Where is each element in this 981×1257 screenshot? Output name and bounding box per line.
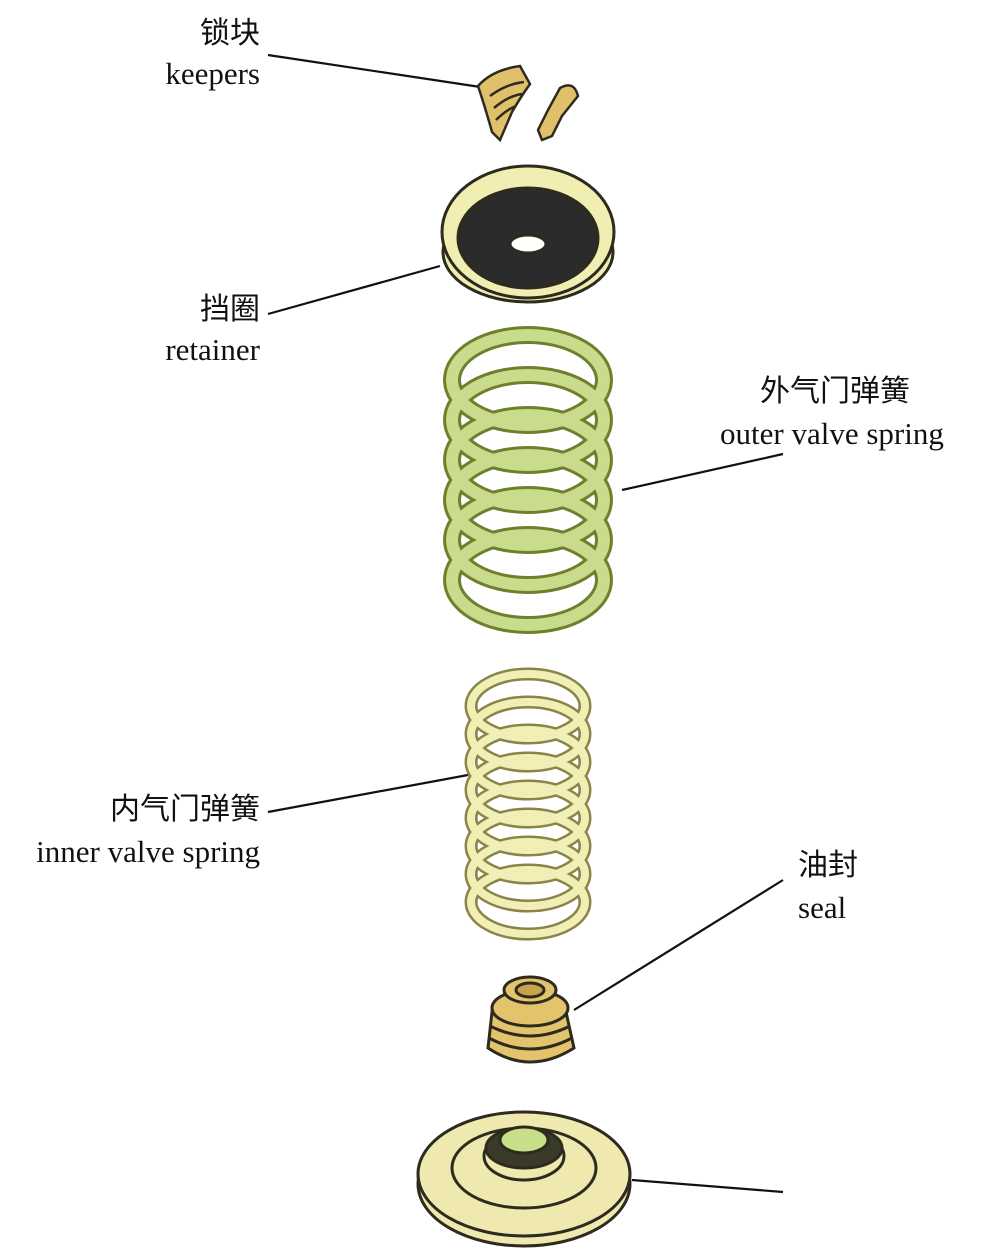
outer-spring-label-en: outer valve spring xyxy=(720,416,944,451)
seat-center xyxy=(498,1125,550,1155)
retainer-part xyxy=(440,164,616,304)
keepers-leader-line xyxy=(267,53,488,90)
leader-lines xyxy=(267,53,784,1194)
keepers-label-zh: 锁块 xyxy=(200,16,260,51)
keeper-right xyxy=(536,84,580,142)
outer-spring-label-zh: 外气门弹簧 xyxy=(760,374,910,409)
inner-spring-coils xyxy=(467,670,589,938)
keeper-left-groove xyxy=(489,80,525,121)
spring-seat-part xyxy=(416,1110,632,1248)
retainer-leader-line xyxy=(267,264,441,316)
outer-spring-coils xyxy=(446,329,610,631)
seal-leader-line xyxy=(573,879,784,1011)
retainer-label-zh: 挡圈 xyxy=(200,292,260,327)
inner-spring-label-en: inner valve spring xyxy=(36,834,260,869)
inner-spring-label-zh: 内气门弹簧 xyxy=(110,792,260,827)
keeper-left xyxy=(476,64,532,143)
seal-top-inner xyxy=(514,981,546,999)
outer-valve-spring xyxy=(443,326,613,634)
keepers-part xyxy=(476,64,580,143)
seal-label-zh: 油封 xyxy=(798,848,858,883)
inner-valve-spring xyxy=(464,667,592,941)
keepers-label-en: keepers xyxy=(165,56,260,91)
outer-spring-leader-line xyxy=(621,452,784,492)
seal-ring-2 xyxy=(488,1036,573,1051)
oil-seal-part xyxy=(486,975,576,1064)
seat-leader-line xyxy=(631,1178,784,1194)
seal-label-en: seal xyxy=(798,890,847,925)
retainer-bore xyxy=(508,233,548,255)
seal-ring-1 xyxy=(489,1024,571,1038)
inner-spring-leader-line xyxy=(267,773,469,814)
retainer-label-en: retainer xyxy=(165,332,260,367)
